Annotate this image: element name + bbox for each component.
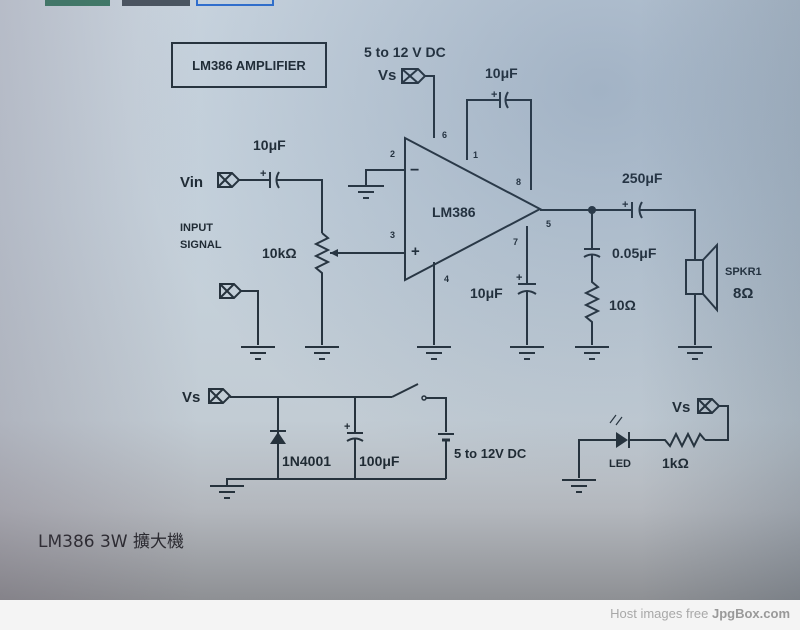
lm386-schematic: LM386 AMPLIFIER 5 to 12 V DC Vs 10μF + L… [171, 42, 762, 499]
title-box [171, 42, 327, 88]
plus-sign: + [344, 421, 350, 433]
pin-7: 7 [513, 237, 518, 247]
ground-icon [678, 346, 712, 360]
plus-sign: + [516, 272, 522, 284]
input-label-1: INPUT [180, 222, 213, 234]
ground-icon [210, 485, 244, 499]
ground-icon [575, 346, 609, 360]
vs-label: Vs [378, 67, 396, 84]
vin-label: Vin [180, 174, 203, 191]
power-switch [391, 383, 419, 398]
input-ground-connector-icon [219, 283, 243, 299]
led-vs-label: Vs [672, 399, 690, 416]
tab-strip-item [122, 0, 190, 6]
diode-label: 1N4001 [282, 453, 331, 469]
ground-icon [348, 185, 384, 199]
zobel-cap-label: 0.05μF [612, 245, 657, 261]
power-cap-label: 100μF [359, 453, 400, 469]
pin-3: 3 [390, 230, 395, 240]
gain-cap-label: 10μF [485, 65, 518, 81]
footer-brand: JpgBox.com [711, 606, 790, 621]
pot-label: 10kΩ [262, 245, 297, 261]
vs-connector-icon [401, 68, 427, 84]
bypass-cap-label: 10μF [470, 285, 503, 301]
caption: LM386 3W 擴大機 [38, 532, 185, 552]
lm386-ic [404, 136, 543, 282]
footer-link[interactable]: Host images free JpgBox.com [610, 606, 790, 621]
ground-icon [241, 346, 275, 360]
ground-icon [510, 346, 544, 360]
potentiometer [313, 232, 331, 345]
screen-photo: LM386 AMPLIFIER 5 to 12 V DC Vs 10μF + L… [0, 0, 800, 600]
pin-8: 8 [516, 177, 521, 187]
plus-sign: + [260, 168, 266, 180]
vin-connector-icon [217, 172, 241, 188]
plus-sign: + [491, 89, 497, 101]
input-label-2: SIGNAL [180, 239, 222, 251]
ic-plus: + [411, 243, 420, 260]
led-resistor-label: 1kΩ [662, 455, 689, 471]
tab-strip-item [45, 0, 110, 6]
ground-icon [305, 346, 339, 360]
zobel-resistor-label: 10Ω [609, 297, 636, 313]
ic-name: LM386 [432, 204, 476, 220]
led-icon [616, 432, 628, 448]
title-text: LM386 AMPLIFIER [192, 58, 306, 73]
pin-5: 5 [546, 219, 551, 229]
supply-voltage-label: 5 to 12 V DC [364, 44, 446, 60]
power-vs-label: Vs [182, 389, 200, 406]
speaker-icon [685, 242, 718, 313]
tab-strip-item-active [196, 0, 274, 6]
pin-6: 6 [442, 130, 447, 140]
input-cap-label: 10μF [253, 137, 286, 153]
speaker-name: SPKR1 [725, 266, 762, 278]
power-vs-connector-icon [208, 388, 232, 404]
pin-2: 2 [390, 149, 395, 159]
pin-1: 1 [473, 150, 478, 160]
zobel-resistor [583, 255, 601, 345]
diode-icon [270, 432, 286, 444]
output-cap-label: 250μF [622, 170, 663, 186]
wiper-arrow-icon [330, 249, 338, 257]
ic-minus: − [410, 162, 419, 179]
led-vs-connector-icon [697, 398, 721, 414]
light-emission-icon [609, 414, 623, 426]
footer-text: Host images free [610, 606, 712, 621]
plus-sign: + [622, 199, 628, 211]
ground-icon [417, 346, 451, 360]
battery-label: 5 to 12V DC [454, 446, 527, 461]
led-label: LED [609, 458, 631, 470]
pin-4: 4 [444, 274, 449, 284]
ground-icon [562, 479, 596, 493]
led-resistor [630, 431, 706, 449]
speaker-impedance: 8Ω [733, 285, 753, 302]
